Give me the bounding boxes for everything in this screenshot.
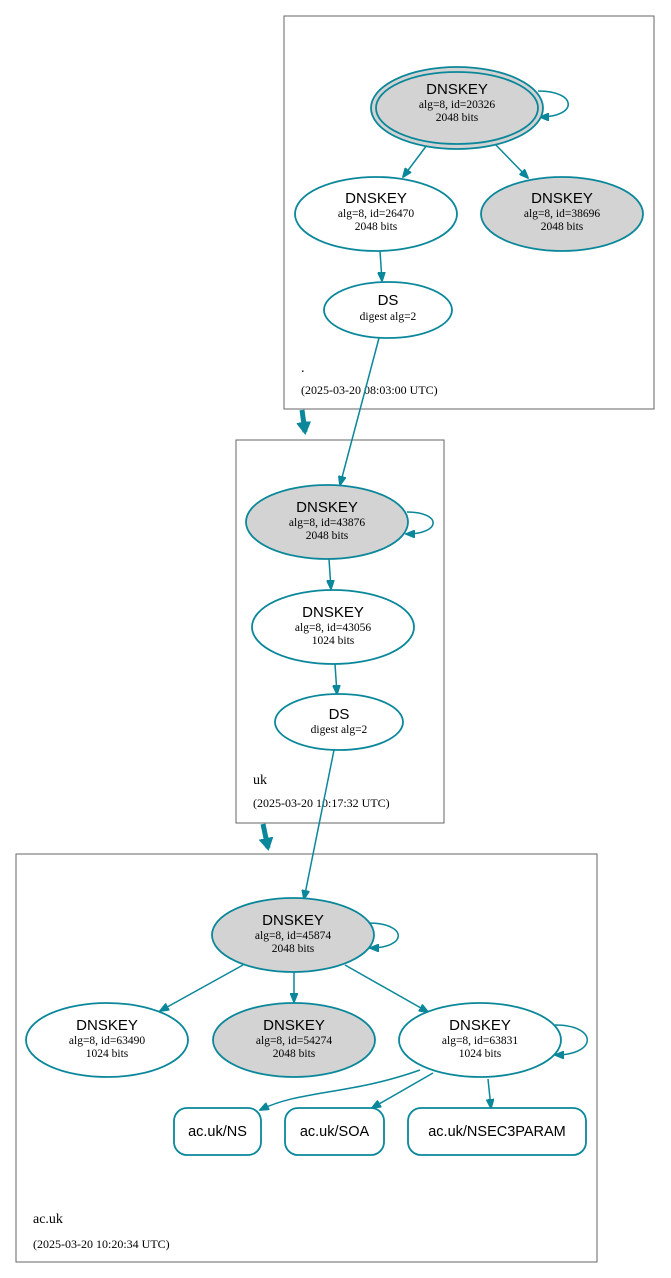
- rrset-node-ns: ac.uk/NS: [173, 1107, 262, 1156]
- edge-root-ksk-zsk2: [493, 142, 528, 178]
- node-key-size: 2048 bits: [272, 943, 315, 955]
- edge-root-zsk1-ds: [380, 250, 382, 281]
- edge-root-ds-uk-ksk: [340, 337, 380, 485]
- dnskey-node-root-ksk: DNSKEY alg=8, id=20326 2048 bits: [370, 66, 544, 150]
- edge-ac-k3-self: [555, 1024, 588, 1055]
- dnskey-node-uk-zsk: DNSKEY alg=8, id=43056 1024 bits: [251, 589, 415, 665]
- edge-ac-ksk-self: [367, 922, 399, 948]
- rrset-node-soa: ac.uk/SOA: [284, 1107, 385, 1156]
- node-key-size: 1024 bits: [459, 1048, 502, 1060]
- node-title: DNSKEY: [531, 190, 593, 207]
- node-key-size: 2048 bits: [436, 112, 479, 124]
- node-key-size: 2048 bits: [541, 221, 584, 233]
- edge-uk-ksk-self: [406, 511, 434, 534]
- node-title: DNSKEY: [263, 1017, 325, 1034]
- edge-uk-ds-ac-ksk: [304, 749, 335, 899]
- node-algorithm: alg=8, id=45874: [255, 930, 331, 942]
- node-key-size: 1024 bits: [312, 635, 355, 647]
- node-digest: digest alg=2: [360, 311, 417, 323]
- node-title: DNSKEY: [449, 1017, 511, 1034]
- edge-uk-zsk-ds: [335, 663, 337, 694]
- delegation-arrow-root-uk: [302, 409, 305, 432]
- zone-timestamp-uk: (2025-03-20 10:17:32 UTC): [253, 796, 390, 810]
- node-algorithm: alg=8, id=63490: [69, 1035, 145, 1047]
- node-title: DNSKEY: [76, 1017, 138, 1034]
- node-title: DNSKEY: [296, 499, 358, 516]
- dnskey-node-ac-ksk: DNSKEY alg=8, id=45874 2048 bits: [211, 897, 375, 973]
- zone-box-acuk: [15, 853, 598, 1263]
- zone-box-uk: [235, 439, 445, 824]
- node-algorithm: alg=8, id=54274: [256, 1035, 332, 1047]
- ds-node-root: DS digest alg=2: [323, 281, 453, 339]
- edge-root-ksk-self: [537, 90, 569, 117]
- zone-box-root: [283, 15, 655, 410]
- node-title: DNSKEY: [262, 912, 324, 929]
- node-key-size: 2048 bits: [306, 530, 349, 542]
- node-algorithm: alg=8, id=20326: [419, 99, 495, 111]
- dnskey-node-ac-63490: DNSKEY alg=8, id=63490 1024 bits: [25, 1002, 189, 1078]
- dnskey-node-ac-54274: DNSKEY alg=8, id=54274 2048 bits: [212, 1002, 376, 1078]
- node-title: DNSKEY: [302, 604, 364, 621]
- rrset-label: ac.uk/NS: [188, 1124, 247, 1140]
- edge-root-ksk-zsk1: [403, 144, 428, 177]
- edge-ac-k3-nsec3param: [488, 1078, 491, 1108]
- edge-ac-ksk-k3: [344, 964, 428, 1012]
- zone-name-acuk: ac.uk: [33, 1212, 63, 1227]
- node-title: DNSKEY: [345, 190, 407, 207]
- dnskey-node-uk-ksk: DNSKEY alg=8, id=43876 2048 bits: [245, 484, 409, 560]
- dnskey-node-ac-63831: DNSKEY alg=8, id=63831 1024 bits: [398, 1002, 562, 1078]
- zone-name-root: .: [301, 361, 305, 376]
- dnskey-node-root-zsk-26470: DNSKEY alg=8, id=26470 2048 bits: [294, 176, 458, 252]
- node-algorithm: alg=8, id=43056: [295, 622, 371, 634]
- edge-uk-ksk-zsk: [329, 558, 331, 589]
- rrset-label: ac.uk/SOA: [300, 1124, 370, 1140]
- edge-ac-k3-soa: [372, 1072, 434, 1108]
- zone-timestamp-acuk: (2025-03-20 10:20:34 UTC): [33, 1237, 170, 1251]
- node-algorithm: alg=8, id=38696: [524, 208, 600, 220]
- rrset-node-nsec3param: ac.uk/NSEC3PARAM: [407, 1107, 587, 1156]
- node-algorithm: alg=8, id=26470: [338, 208, 414, 220]
- node-key-size: 2048 bits: [273, 1048, 316, 1060]
- zone-name-uk: uk: [253, 773, 267, 788]
- node-key-size: 1024 bits: [86, 1048, 129, 1060]
- node-title: DS: [378, 292, 399, 309]
- node-title: DNSKEY: [426, 81, 488, 98]
- node-title: DS: [329, 706, 350, 723]
- delegation-arrow-uk-acuk: [263, 823, 268, 848]
- dnskey-node-root-zsk-38696: DNSKEY alg=8, id=38696 2048 bits: [480, 176, 644, 252]
- node-key-size: 2048 bits: [355, 221, 398, 233]
- zone-timestamp-root: (2025-03-20 08:03:00 UTC): [301, 383, 438, 397]
- edge-ac-k3-ns: [260, 1069, 421, 1110]
- ds-node-uk: DS digest alg=2: [274, 693, 404, 751]
- edge-ac-ksk-k1: [160, 964, 244, 1011]
- node-algorithm: alg=8, id=63831: [442, 1035, 518, 1047]
- node-digest: digest alg=2: [311, 724, 368, 736]
- rrset-label: ac.uk/NSEC3PARAM: [428, 1124, 566, 1140]
- node-algorithm: alg=8, id=43876: [289, 517, 365, 529]
